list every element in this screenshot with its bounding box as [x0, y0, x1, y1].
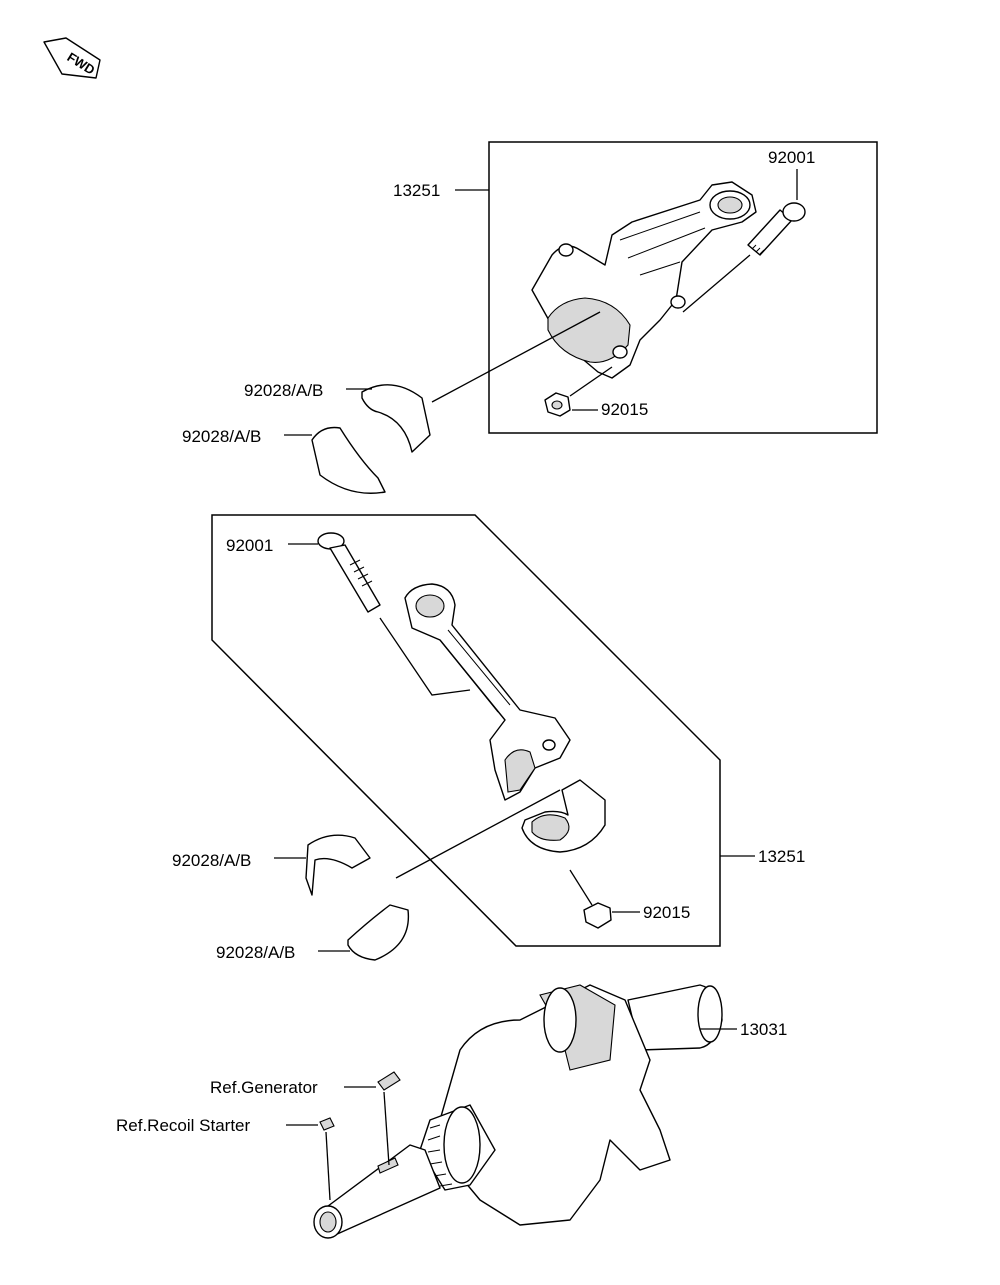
upper-bolt-label: 92001	[768, 148, 815, 167]
upper-connecting-rod	[531, 181, 757, 379]
upper-nut-label: 92015	[601, 400, 648, 419]
upper-assembly-frame	[488, 141, 878, 434]
upper-assembly-label: 13251	[393, 181, 440, 200]
lower-bearing-shell-1	[305, 834, 371, 896]
crankshaft	[313, 984, 723, 1239]
lower-connecting-rod	[404, 583, 571, 801]
upper-bearing-label-1: 92028/A/B	[244, 381, 323, 400]
lower-connecting-rod-cap	[521, 779, 606, 853]
lower-assembly-label: 13251	[758, 847, 805, 866]
lower-bearing-shell-2	[347, 904, 410, 961]
lower-bearing-label-2: 92028/A/B	[216, 943, 295, 962]
upper-bearing-shell-2	[311, 426, 386, 494]
recoil-starter-key	[319, 1117, 335, 1131]
ref-recoil-starter-label: Ref.Recoil Starter	[116, 1116, 250, 1135]
fwd-arrow-icon: FWD	[43, 37, 101, 79]
upper-bearing-label-2: 92028/A/B	[182, 427, 261, 446]
lower-bolt-label: 92001	[226, 536, 273, 555]
crankshaft-label: 13031	[740, 1020, 787, 1039]
ref-generator-label: Ref.Generator	[210, 1078, 318, 1097]
lower-assembly-frame	[211, 514, 721, 947]
upper-bearing-shell-1	[361, 384, 431, 453]
lower-nut-label: 92015	[643, 903, 690, 922]
upper-bolt	[747, 202, 806, 256]
lower-bearing-label-1: 92028/A/B	[172, 851, 251, 870]
lower-bolt	[317, 532, 381, 613]
upper-nut	[544, 392, 571, 417]
lower-nut	[583, 902, 612, 929]
generator-key	[377, 1071, 401, 1091]
